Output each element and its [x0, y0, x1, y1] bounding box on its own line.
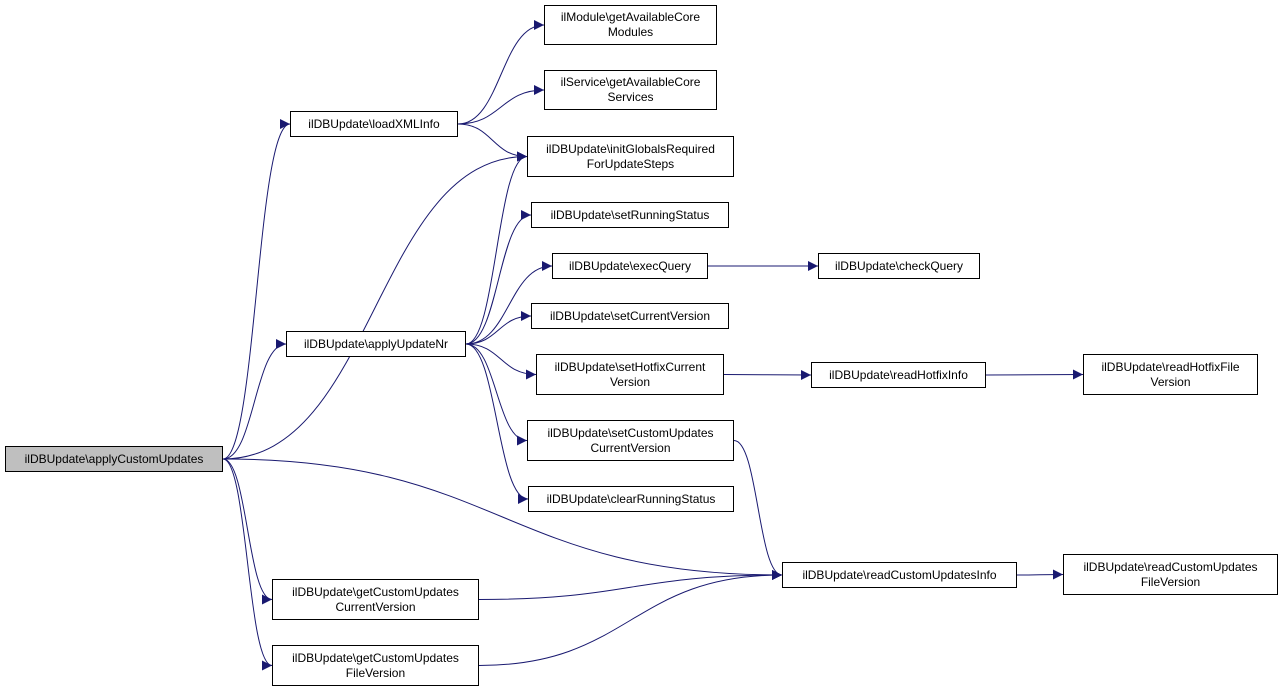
- edge-read_custom_updates_info-to-read_custom_updates_file_version: [1016, 569, 1064, 580]
- node-read-hotfix-info[interactable]: ilDBUpdate\readHotfixInfo: [811, 362, 986, 388]
- edge-apply_custom_updates-to-get_custom_updates_file_version: [222, 458, 273, 671]
- node-exec-query[interactable]: ilDBUpdate\execQuery: [552, 253, 708, 279]
- edge-apply_custom_updates-to-read_custom_updates_info: [222, 458, 783, 580]
- edge-load_xml_info-to-init_globals_required: [457, 123, 528, 162]
- edge-apply_update_nr-to-exec_query: [465, 261, 553, 345]
- node-label: ilModule\getAvailableCore: [560, 10, 701, 24]
- node-read-custom-updates-info[interactable]: ilDBUpdate\readCustomUpdatesInfo: [782, 562, 1017, 588]
- edge-apply_custom_updates-to-load_xml_info: [222, 119, 291, 460]
- edge-apply_custom_updates-to-init_globals_required: [222, 151, 528, 460]
- node-get-custom-updates-file-version[interactable]: ilDBUpdate\getCustomUpdates FileVersion: [272, 645, 479, 686]
- node-label: ilDBUpdate\readHotfixInfo: [829, 367, 968, 382]
- node-label: FileVersion: [1140, 574, 1201, 589]
- node-apply-update-nr[interactable]: ilDBUpdate\applyUpdateNr: [286, 331, 466, 357]
- node-get-available-core-services[interactable]: ilService\getAvailableCore Services: [544, 70, 717, 110]
- node-label: ilDBUpdate\setCurrentVersion: [549, 308, 711, 323]
- edge-get_custom_updates_file_version-to-read_custom_updates_info: [478, 570, 783, 666]
- node-label: ilDBUpdate\readCustomUpdates: [1083, 559, 1258, 574]
- node-check-query[interactable]: ilDBUpdate\checkQuery: [818, 253, 980, 279]
- edge-apply_custom_updates-to-get_custom_updates_current_version: [222, 458, 273, 605]
- node-label: ilDBUpdate\checkQuery: [834, 258, 964, 273]
- node-label: Version: [1150, 374, 1191, 389]
- node-label: ilDBUpdate\getCustomUpdates: [292, 650, 459, 665]
- node-label: FileVersion: [345, 665, 406, 680]
- node-label: CurrentVersion: [335, 599, 416, 614]
- edge-apply_update_nr-to-set_hotfix_current_version: [465, 343, 537, 380]
- node-set-custom-updates-current-version[interactable]: ilDBUpdate\setCustomUpdates CurrentVersi…: [527, 420, 734, 461]
- node-label: ilDBUpdate\clearRunningStatus: [546, 491, 716, 506]
- edge-apply_update_nr-to-set_current_version: [465, 311, 532, 345]
- node-label: ilDBUpdate\applyUpdateNr: [303, 336, 449, 351]
- edge-set_hotfix_current_version-to-read_hotfix_info: [723, 369, 812, 380]
- node-label: ForUpdateSteps: [586, 156, 675, 171]
- node-label: CurrentVersion: [590, 440, 671, 455]
- node-apply-custom-updates: ilDBUpdate\applyCustomUpdates: [5, 446, 223, 472]
- edge-read_hotfix_info-to-read_hotfix_file_version: [985, 369, 1084, 380]
- node-label: ilService\getAvailableCore: [560, 75, 701, 89]
- node-label: ilDBUpdate\setRunningStatus: [550, 207, 710, 222]
- node-load-xml-info[interactable]: ilDBUpdate\loadXMLInfo: [290, 111, 458, 137]
- edge-load_xml_info-to-get_available_core_modules: [457, 20, 545, 125]
- node-label: Services: [607, 90, 654, 104]
- edge-set_custom_updates_current_version-to-read_custom_updates_info: [733, 440, 783, 580]
- node-label: ilDBUpdate\loadXMLInfo: [308, 116, 440, 131]
- node-set-running-status[interactable]: ilDBUpdate\setRunningStatus: [531, 202, 729, 228]
- edge-apply_update_nr-to-set_custom_updates_current_version: [465, 343, 528, 446]
- node-label: ilDBUpdate\readHotfixFile: [1101, 359, 1240, 374]
- node-label: ilDBUpdate\initGlobalsRequired: [546, 141, 715, 156]
- node-init-globals-required[interactable]: ilDBUpdate\initGlobalsRequired ForUpdate…: [527, 136, 734, 177]
- node-read-hotfix-file-version[interactable]: ilDBUpdate\readHotfixFile Version: [1083, 354, 1258, 395]
- node-get-custom-updates-current-version[interactable]: ilDBUpdate\getCustomUpdates CurrentVersi…: [272, 579, 479, 620]
- node-label: ilDBUpdate\setCustomUpdates: [547, 425, 714, 440]
- edge-load_xml_info-to-get_available_core_services: [457, 85, 545, 125]
- node-label: ilDBUpdate\execQuery: [568, 258, 692, 273]
- node-label: Modules: [607, 25, 654, 39]
- node-label: ilDBUpdate\applyCustomUpdates: [24, 451, 204, 466]
- edge-apply_update_nr-to-set_running_status: [465, 210, 532, 345]
- node-label: ilDBUpdate\getCustomUpdates: [292, 584, 459, 599]
- node-clear-running-status[interactable]: ilDBUpdate\clearRunningStatus: [528, 486, 734, 512]
- node-read-custom-updates-file-version[interactable]: ilDBUpdate\readCustomUpdates FileVersion: [1063, 554, 1278, 595]
- node-label: ilDBUpdate\readCustomUpdatesInfo: [802, 567, 997, 582]
- node-set-hotfix-current-version[interactable]: ilDBUpdate\setHotfixCurrent Version: [536, 354, 724, 395]
- edge-apply_update_nr-to-init_globals_required: [465, 151, 528, 345]
- edge-apply_update_nr-to-clear_running_status: [465, 343, 529, 504]
- edge-apply_custom_updates-to-apply_update_nr: [222, 339, 287, 460]
- node-label: Version: [609, 374, 650, 389]
- edge-get_custom_updates_current_version-to-read_custom_updates_info: [478, 570, 783, 600]
- node-label: ilDBUpdate\setHotfixCurrent: [554, 359, 706, 374]
- node-set-current-version[interactable]: ilDBUpdate\setCurrentVersion: [531, 303, 729, 329]
- node-get-available-core-modules[interactable]: ilModule\getAvailableCore Modules: [544, 5, 717, 45]
